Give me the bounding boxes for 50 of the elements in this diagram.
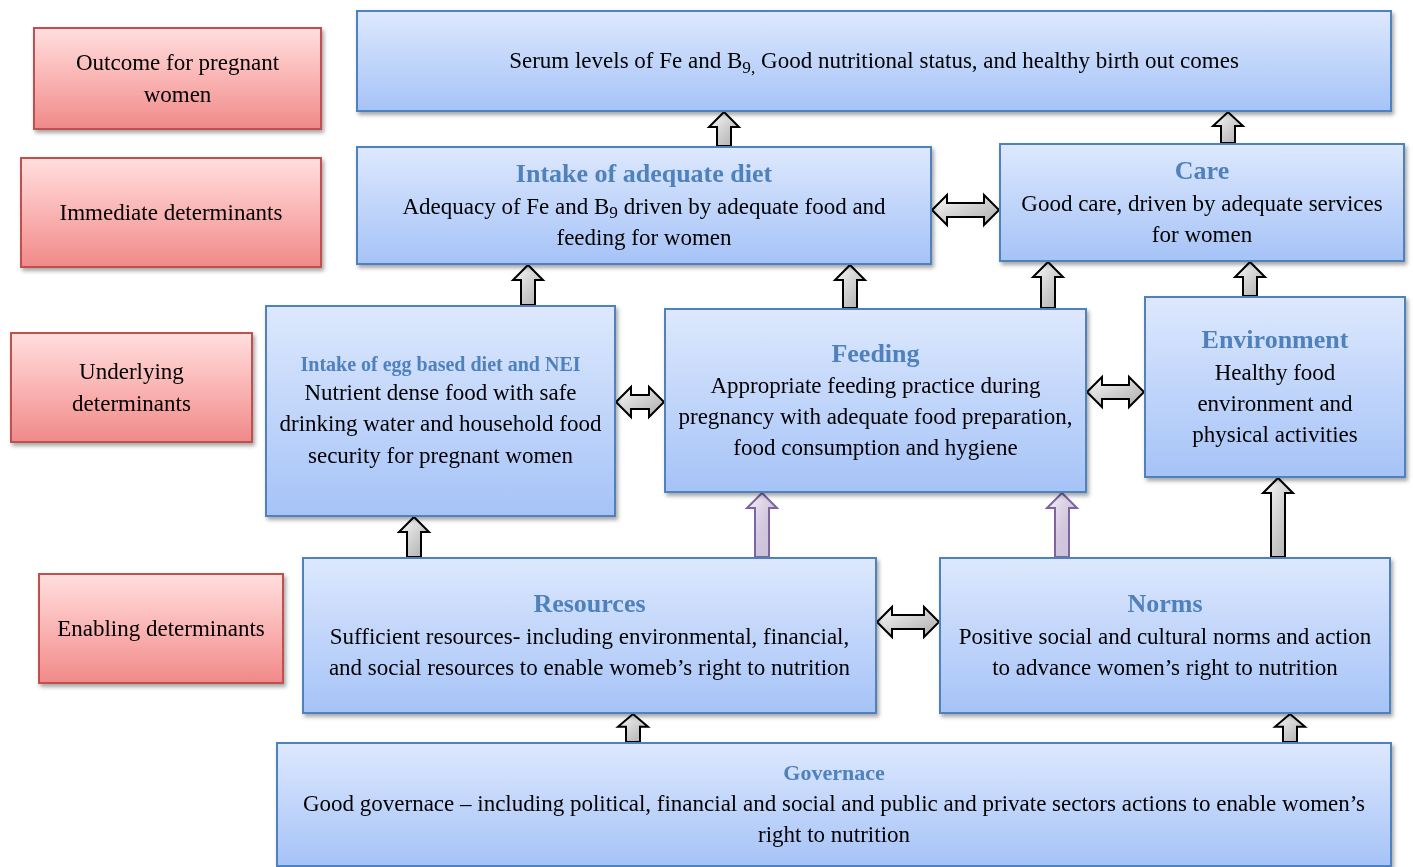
box-heading: Feeding (831, 337, 920, 370)
box-text: Adequacy of Fe and B$_{9}$ driven by adequate food and feeding for women (401, 192, 887, 252)
determinant-box (939, 557, 1391, 714)
level-label-box (38, 573, 284, 684)
block-arrow (1272, 712, 1308, 743)
box-heading: Governace (783, 759, 885, 788)
determinant-box (265, 305, 616, 517)
block-arrow (1232, 260, 1268, 297)
double-block-arrow (930, 192, 1001, 228)
block-arrow (744, 491, 780, 558)
determinant-box (664, 308, 1087, 493)
box-heading: Intake of adequate diet (515, 158, 773, 191)
determinant-box (302, 557, 877, 714)
double-block-arrow (1085, 374, 1146, 410)
determinant-box (1144, 296, 1406, 478)
box-text: Positive social and cultural norms and action to advance women’s right to nutrition (957, 622, 1373, 682)
determinant-box (356, 10, 1392, 112)
level-label-box (33, 27, 322, 130)
level-label-box (10, 332, 253, 443)
double-block-arrow (875, 604, 941, 640)
block-arrow (510, 263, 546, 306)
box-heading: Care (1174, 155, 1230, 188)
determinant-box (276, 742, 1392, 867)
box-text: Outcome for pregnant women (74, 49, 281, 109)
box-text: Appropriate feeding practice during pregnancy with adequate food preparation, food consumption and hygiene (678, 372, 1073, 463)
box-text: Enabling determinants (57, 614, 265, 643)
determinant-box (999, 143, 1405, 262)
block-arrow (1260, 476, 1296, 558)
box-text: Healthy food environment and physical activities (1191, 358, 1359, 449)
block-arrow (1210, 110, 1246, 144)
double-block-arrow (614, 384, 666, 420)
box-text: Good care, driven by adequate services for women (1020, 189, 1384, 249)
block-arrow (832, 263, 868, 309)
level-label-box (20, 157, 322, 268)
box-heading: Environment (1201, 324, 1349, 357)
block-arrow (1044, 491, 1080, 558)
box-heading: Norms (1127, 588, 1203, 621)
box-text: Nutrient dense food with safe drinking water and household food security for pregnant women (279, 379, 602, 470)
box-text: Serum levels of Fe and B$_{9,}$ Good nutritional status, and healthy birth out comes (509, 47, 1239, 77)
block-arrow (615, 712, 651, 743)
box-heading: Resources (533, 588, 646, 621)
box-text: Sufficient resources- including environmental, financial, and social resources to enable womeb’s right to nutrition (327, 622, 852, 682)
block-arrow (396, 515, 432, 558)
box-text: Immediate determinants (59, 198, 283, 227)
box-text: Underlying determinants (71, 358, 192, 418)
determinant-box (356, 146, 932, 265)
box-heading: Intake of egg based diet and NEI (300, 352, 581, 378)
block-arrow (706, 110, 742, 147)
box-text: Good governace – including political, financial and social and public and private sectors actions to enable women’s right to nutrition (301, 789, 1367, 849)
block-arrow (1030, 260, 1066, 309)
